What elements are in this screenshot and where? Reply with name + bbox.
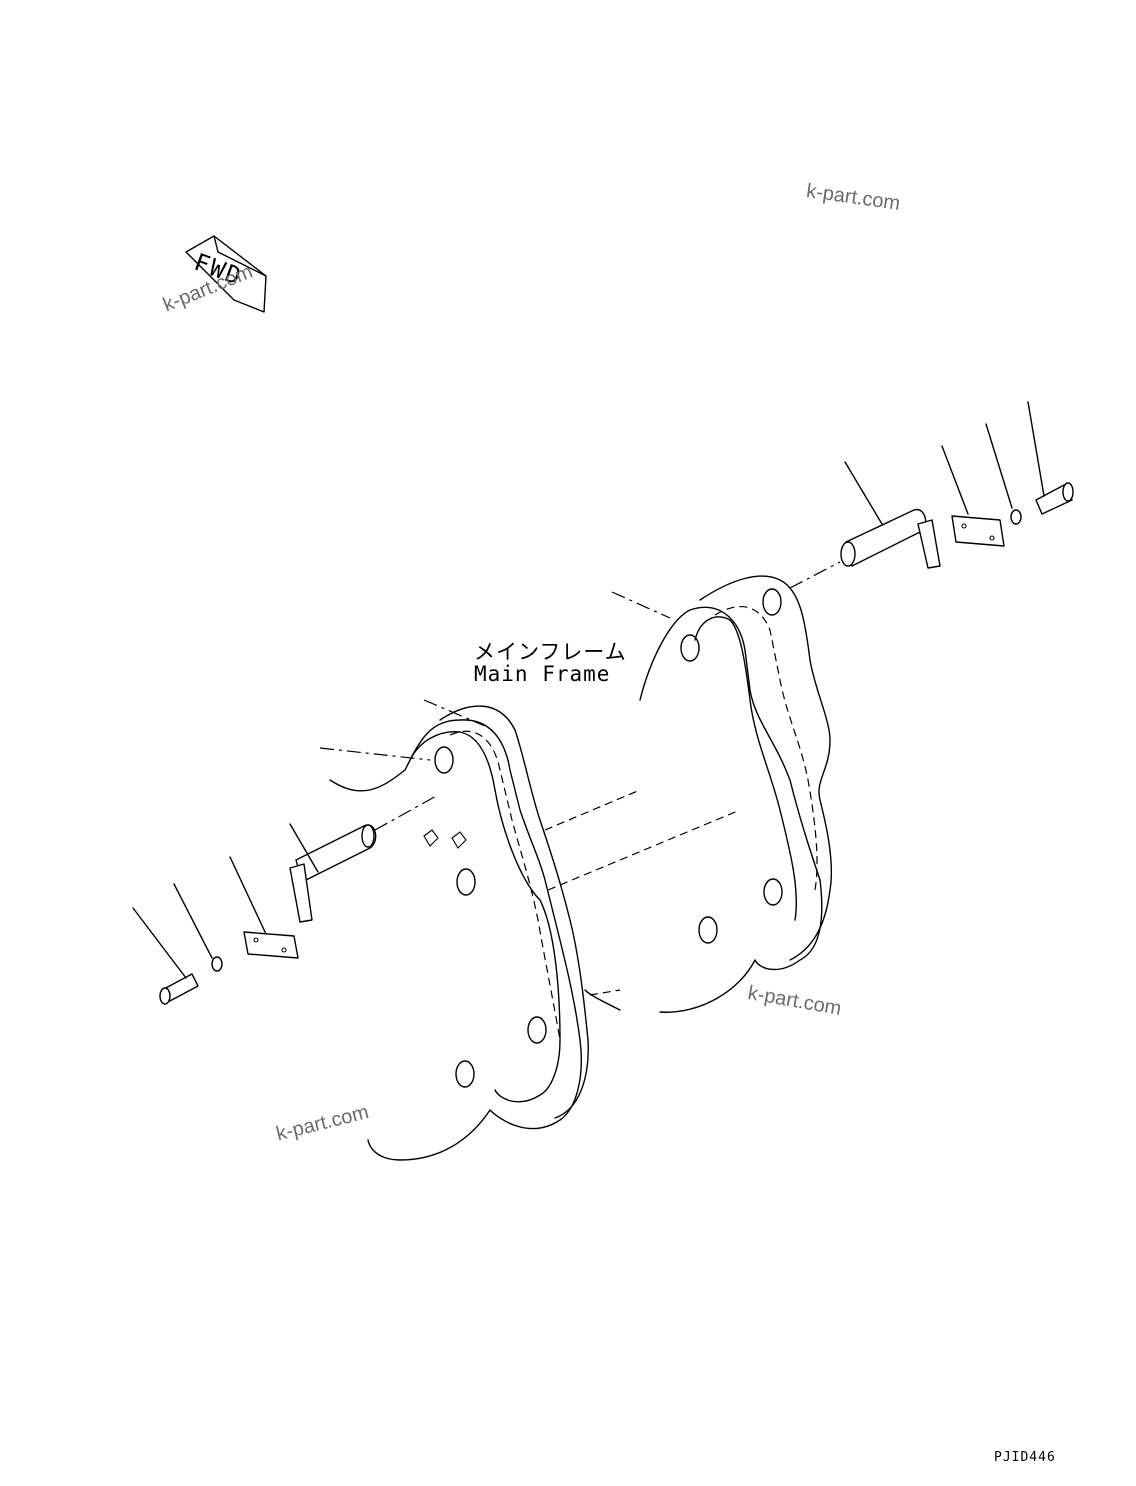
cross-member — [319, 561, 841, 996]
drawing-code: PJID446 — [994, 1450, 1056, 1465]
main-frame-left-bracket — [329, 705, 589, 1161]
main-frame-label-jp: メインフレーム — [474, 640, 627, 664]
right-pin-assembly — [840, 401, 1074, 569]
fwd-arrow-icon — [185, 235, 267, 313]
left-pin-assembly — [132, 823, 377, 1005]
main-frame-right-bracket — [584, 575, 833, 1013]
main-frame-label-en: Main Frame — [474, 662, 611, 686]
